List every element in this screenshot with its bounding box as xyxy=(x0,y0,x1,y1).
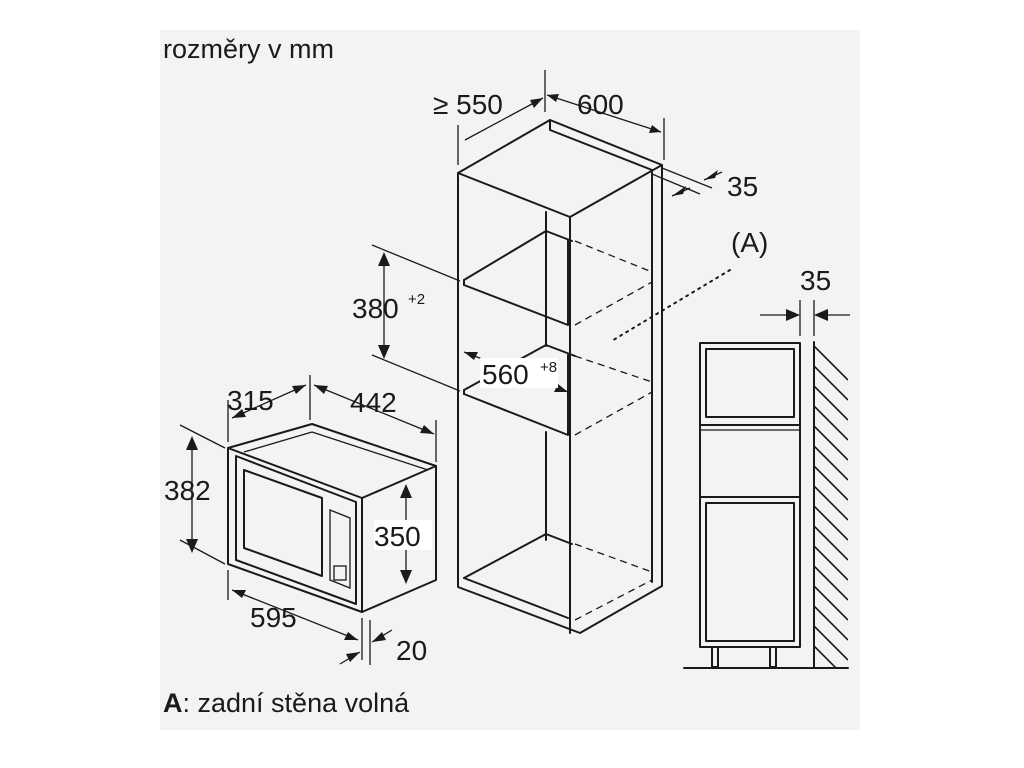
dim-mw-depth: 315 xyxy=(227,385,274,416)
footnote-text: : zadní stěna volná xyxy=(183,688,411,718)
callout-a: (A) xyxy=(731,227,768,258)
dim-back-gap: 35 xyxy=(727,171,758,202)
dim-mw-height: 382 xyxy=(164,475,211,506)
dim-mw-frame: 20 xyxy=(396,635,427,666)
microwave xyxy=(227,423,437,613)
microwave-dimensions: 315 442 382 350 595 20 xyxy=(164,375,437,666)
dim-cabinet-depth: ≥ 550 xyxy=(433,89,503,120)
dim-cabinet-width: 600 xyxy=(577,89,624,120)
side-section: (A) 35 xyxy=(683,227,850,669)
dim-niche-height: 380 xyxy=(352,293,399,324)
footnote: A: zadní stěna volná xyxy=(163,688,410,718)
dim-mw-width: 595 xyxy=(250,602,297,633)
wall-hatch xyxy=(814,345,848,668)
dim-mw-inner-width: 442 xyxy=(350,387,397,418)
footnote-key: A xyxy=(163,688,183,718)
dim-niche-height-tol: +2 xyxy=(408,291,425,308)
units-title: rozměry v mm xyxy=(163,34,334,64)
dim-side-gap: 35 xyxy=(800,265,831,296)
dim-niche-width-tol: +8 xyxy=(540,359,557,376)
cabinet-dimensions: ≥ 550 600 35 380 +2 560 +8 xyxy=(352,70,758,393)
dim-mw-inner-height: 350 xyxy=(374,521,421,552)
dim-niche-width: 560 xyxy=(482,359,529,390)
